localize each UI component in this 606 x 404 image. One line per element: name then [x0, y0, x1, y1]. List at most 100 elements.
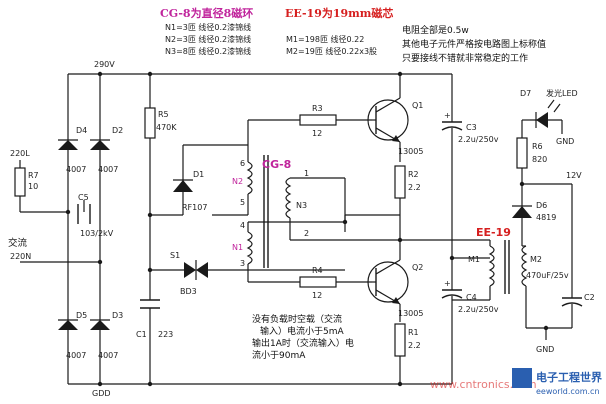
label-led: 发光LED [546, 88, 578, 98]
led-ray-1 [547, 99, 555, 109]
label-pin4: 4 [240, 221, 245, 230]
coil-n1 [246, 231, 253, 265]
diode-d1 [173, 180, 193, 192]
load-note-4: 流小于90mA [252, 349, 306, 361]
cg8-n2-spec: N2=3匝 线径0.2漆锦线 [165, 34, 251, 44]
diode-d3 [90, 320, 110, 330]
resistor-r2 [394, 165, 406, 199]
note-line-2: 其他电子元件严格按电路图上标称值 [402, 38, 546, 50]
label-d6-val: 4819 [536, 213, 556, 222]
watermark-site: www.cntronics.com [430, 378, 537, 391]
label-c4-val: 2.2u/250v [458, 305, 499, 314]
label-r2-val: 2.2 [408, 183, 421, 192]
label-bd3: BD3 [180, 287, 197, 296]
label-d2: D2 [112, 126, 123, 135]
label-m1: M1 [468, 255, 480, 264]
label-12v: 12V [566, 171, 582, 180]
label-d1: D1 [193, 170, 204, 179]
label-q1-val: 13005 [398, 147, 423, 156]
label-n3: N3 [296, 201, 307, 210]
label-r5-val: 470K [156, 123, 177, 132]
label-d5-val: 4007 [66, 351, 86, 360]
ee19-m1-spec: M1=198匝 线径0.22 [286, 34, 364, 44]
label-q2: Q2 [412, 263, 423, 272]
label-d5: D5 [76, 311, 87, 320]
label-ac-in: 交流 [8, 237, 28, 249]
label-pin3: 3 [240, 259, 245, 268]
label-pin5: 5 [240, 198, 245, 207]
label-d7: D7 [520, 89, 531, 98]
label-gnd-top: GND [556, 137, 574, 146]
label-r1-val: 2.2 [408, 341, 421, 350]
label-n2: N2 [232, 177, 243, 186]
label-r3: R3 [312, 104, 323, 113]
label-m2: M2 [530, 255, 542, 264]
label-d3-val: 4007 [98, 351, 118, 360]
label-s1: S1 [170, 251, 180, 260]
watermark-brand: 电子工程世界 [536, 370, 602, 384]
label-d6: D6 [536, 201, 547, 210]
c3-plus: + [444, 111, 451, 120]
label-gnd-bot: GND [536, 345, 554, 354]
label-r4: R4 [312, 266, 323, 275]
label-290v: 290V [94, 60, 115, 69]
label-d4-val: 4007 [66, 165, 86, 174]
label-c4: C4 [466, 293, 477, 302]
label-r5: R5 [158, 110, 169, 119]
load-note-3: 输出1A时（交流输入）电 [252, 337, 354, 349]
note-line-1: 电阻全部是0.5w [402, 24, 469, 36]
diode-d2 [90, 140, 110, 150]
label-220n: 220N [10, 252, 31, 261]
resistor-r4 [299, 276, 337, 288]
diode-d6 [512, 206, 532, 218]
led-d7 [536, 112, 548, 128]
transistor-q2 [367, 261, 409, 303]
label-c1: C1 [136, 330, 147, 339]
label-ee19: EE-19 [476, 226, 511, 239]
load-note-1: 没有负载时空载（交流 [252, 313, 342, 325]
label-q2-val: 13005 [398, 309, 423, 318]
resistor-r3 [299, 114, 337, 126]
watermark-logo-icon [512, 368, 532, 388]
label-c2: C2 [584, 293, 595, 302]
diac-s1 [184, 262, 196, 278]
coil-n2 [246, 161, 253, 195]
label-q1: Q1 [412, 101, 423, 110]
cg8-n3-spec: N3=8匝 线径0.2漆锦线 [165, 46, 251, 56]
label-pin6: 6 [240, 159, 245, 168]
resistor-r7 [14, 167, 26, 197]
label-pin1: 1 [304, 169, 309, 178]
ee19-title: EE-19为19mm磁芯 [285, 6, 393, 20]
cg8-n1-spec: N1=3匝 线径0.2漆锦线 [165, 22, 251, 32]
c4-plus: + [444, 279, 451, 288]
note-line-3: 只要接线不错就非常稳定的工作 [402, 52, 528, 64]
led-ray-2 [553, 103, 561, 113]
label-gdd: GDD [92, 389, 111, 398]
label-r6: R6 [532, 142, 543, 151]
resistor-r6 [516, 137, 528, 169]
label-cap-val: 470uF/25v [526, 271, 569, 280]
coil-n3 [285, 177, 292, 219]
transistor-q1 [367, 99, 409, 141]
label-c3-val: 2.2u/250v [458, 135, 499, 144]
label-d2-val: 4007 [98, 165, 118, 174]
label-d1-val: RF107 [182, 203, 207, 212]
label-r3-val: 12 [312, 129, 322, 138]
diode-d4 [58, 140, 78, 150]
label-r2: R2 [408, 170, 419, 179]
load-note-2: 输入）电流小于5mA [260, 325, 344, 337]
label-cg8: CG-8 [262, 158, 291, 171]
label-r1: R1 [408, 328, 419, 337]
label-n1: N1 [232, 243, 243, 252]
label-r7-val: 10 [28, 182, 38, 191]
label-d3: D3 [112, 311, 123, 320]
label-c5-val: 103/2kV [80, 229, 114, 238]
label-r4-val: 12 [312, 291, 322, 300]
label-d4: D4 [76, 126, 87, 135]
label-r6-val: 820 [532, 155, 547, 164]
label-pin2: 2 [304, 229, 309, 238]
ee19-m2-spec: M2=19匝 线径0.22x3股 [286, 46, 377, 56]
coil-m2 [521, 245, 528, 287]
